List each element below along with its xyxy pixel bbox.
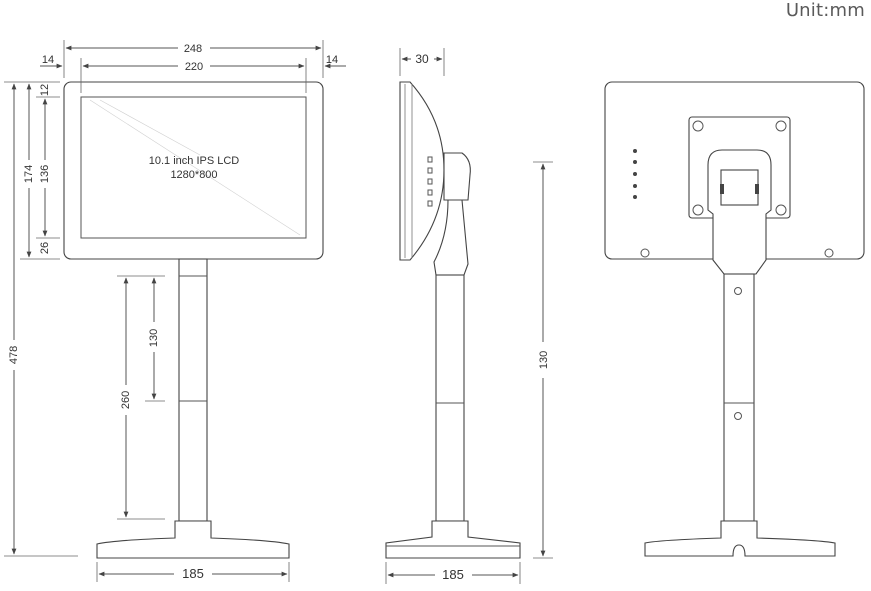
side-monitor-body (399, 81, 445, 261)
dim-height-inner: 136 (39, 165, 51, 183)
dim-height-total: 174 (23, 165, 35, 183)
screen-label-size: 10.1 inch IPS LCD (149, 155, 240, 167)
dim-bezel-right: 14 (326, 54, 338, 66)
dim-bezel-top: 12 (39, 84, 51, 96)
front-pole (178, 258, 208, 522)
back-base-foot (644, 520, 836, 557)
unit-label: Unit:mm (785, 0, 865, 21)
back-view (604, 81, 865, 557)
dim-side-pole-range: 130 (538, 351, 550, 369)
side-view: 30 130 185 (385, 48, 553, 584)
back-hinge (707, 149, 772, 275)
screen-label-resolution: 1280*800 (170, 169, 217, 181)
back-pole (723, 273, 755, 522)
side-pole (435, 274, 465, 522)
dim-overall-height: 478 (8, 346, 20, 364)
dim-bezel-bottom: 26 (39, 242, 51, 254)
dim-width-total: 248 (184, 43, 202, 55)
dim-depth: 30 (415, 52, 429, 66)
side-neck (433, 199, 469, 276)
side-base-foot (385, 520, 521, 559)
side-mount-bracket (443, 152, 471, 201)
dim-base-width-front: 185 (182, 566, 204, 581)
front-view: 10.1 inch IPS LCD 1280*800 248 220 14 14 (4, 40, 346, 582)
front-screen (80, 96, 307, 239)
dim-base-width-side: 185 (442, 567, 464, 582)
dim-width-inner: 220 (185, 61, 203, 73)
dim-pole-inner: 130 (148, 329, 160, 347)
front-base-foot (96, 520, 290, 559)
dim-bezel-left: 14 (42, 54, 54, 66)
dim-pole-total: 260 (120, 391, 132, 409)
